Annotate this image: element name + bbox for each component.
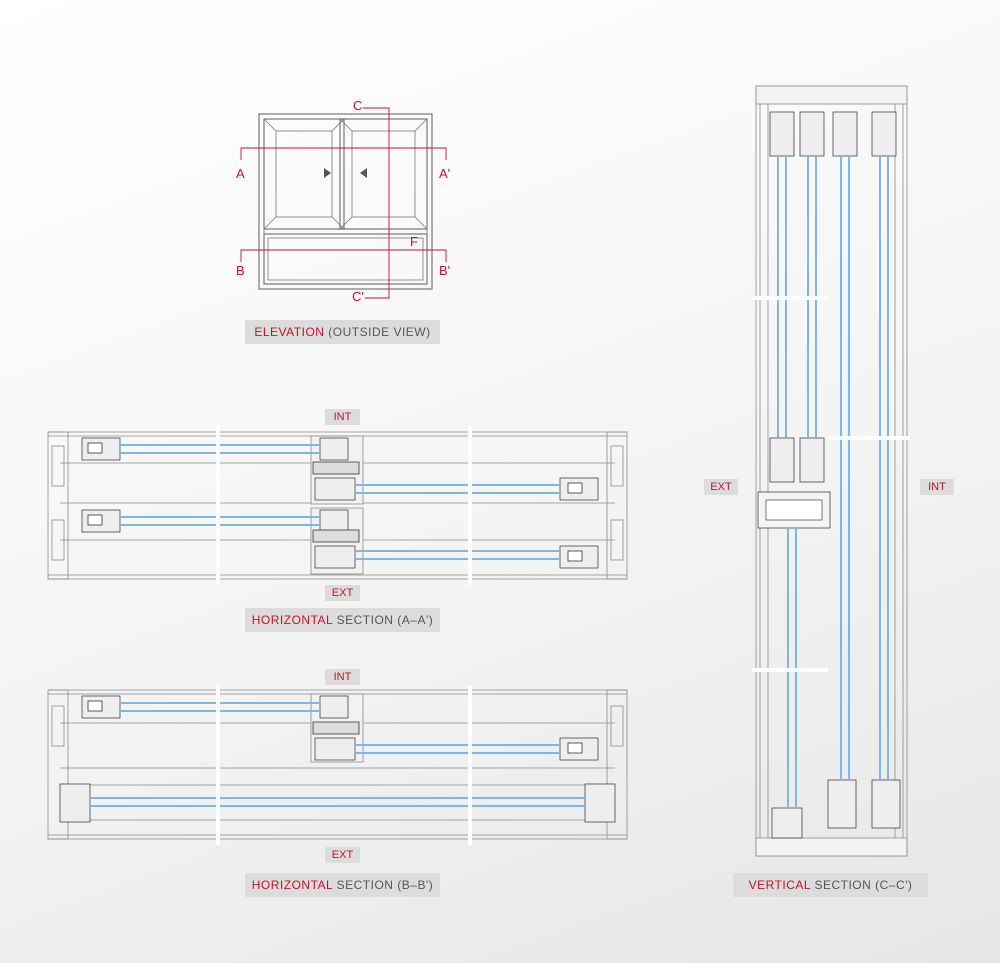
elevation-caption-rest: (OUTSIDE VIEW): [324, 325, 431, 339]
slide-right-arrow-icon: [324, 168, 331, 178]
horizontal-b-int-label: INT: [325, 669, 360, 685]
vertical-caption: VERTICAL SECTION (C–C'): [733, 873, 928, 897]
horizontal-a-caption-rest: SECTION (A–A'): [332, 613, 434, 627]
elevation-caption: ELEVATION (OUTSIDE VIEW): [245, 320, 440, 344]
elevation-caption-highlight: ELEVATION: [254, 325, 325, 339]
vertical-int-label: INT: [920, 479, 954, 495]
vertical-section-drawing: [755, 85, 908, 857]
marker-c-bottom: C': [352, 289, 364, 304]
marker-c-top: C: [353, 98, 362, 113]
elevation-sash-left: [263, 118, 345, 230]
horizontal-section-b-drawing: [47, 689, 628, 840]
horizontal-section-a-drawing: [47, 431, 628, 580]
horizontal-b-ext-label: EXT: [325, 847, 360, 863]
marker-b-left: B: [236, 263, 245, 278]
horizontal-section-a-breaks: [216, 425, 472, 585]
horizontal-a-caption-highlight: HORIZONTAL: [251, 613, 333, 627]
section-cut-lines: [240, 107, 447, 299]
vertical-section-breaks: [752, 296, 910, 672]
horizontal-a-ext-label: EXT: [325, 585, 360, 601]
elevation-drawing: [258, 113, 433, 290]
marker-b-right: B': [439, 263, 450, 278]
horizontal-section-b-breaks: [216, 685, 472, 845]
horizontal-a-caption: HORIZONTAL SECTION (A–A'): [245, 608, 440, 632]
vertical-ext-label: EXT: [704, 479, 738, 495]
marker-f: F: [410, 234, 418, 249]
slide-left-arrow-icon: [360, 168, 367, 178]
vertical-caption-rest: SECTION (C–C'): [810, 878, 913, 892]
horizontal-b-caption: HORIZONTAL SECTION (B–B'): [245, 873, 440, 897]
elevation-arrows: [324, 168, 367, 178]
horizontal-b-caption-highlight: HORIZONTAL: [251, 878, 333, 892]
marker-a-right: A': [439, 166, 450, 181]
marker-a-left: A: [236, 166, 245, 181]
elevation-sash-right: [339, 118, 428, 230]
horizontal-section-b-glazing: [90, 702, 585, 807]
horizontal-a-int-label: INT: [325, 409, 360, 425]
elevation-outer-frame: [258, 113, 433, 290]
horizontal-b-caption-rest: SECTION (B–B'): [332, 878, 434, 892]
vertical-caption-highlight: VERTICAL: [748, 878, 811, 892]
elevation-fixed-pane: [263, 233, 428, 285]
vertical-section-glazing: [777, 156, 889, 808]
